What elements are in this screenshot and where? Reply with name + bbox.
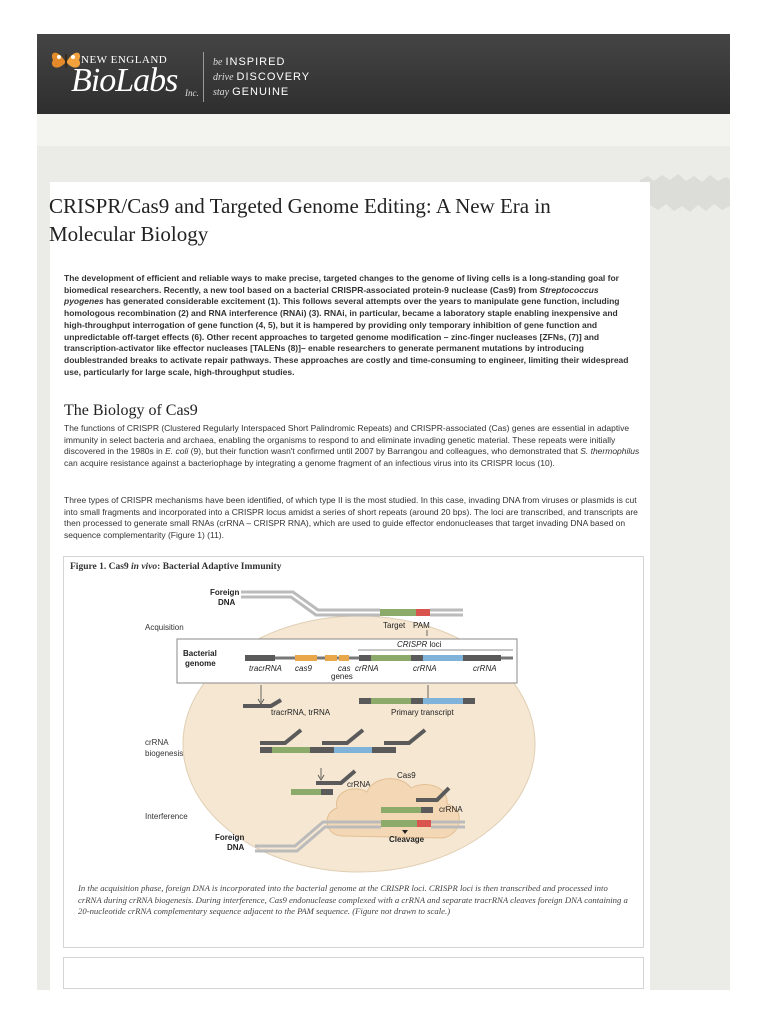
tagline-verb: stay — [213, 87, 230, 98]
phase-acquisition: Acquisition — [145, 623, 184, 632]
primary-transcript-label: Primary transcript — [391, 708, 454, 717]
logo-small-text: NEW ENGLAND — [81, 54, 168, 66]
section-heading: The Biology of Cas9 — [64, 402, 198, 419]
species-name: S. thermophilus — [580, 446, 640, 457]
crispr-loci-label: CRISPR loci — [397, 640, 442, 649]
figure-caption: In the acquisition phase, foreign DNA is… — [78, 883, 628, 917]
tracrrna-gene-label: tracrRNA — [249, 664, 282, 673]
tagline-verb: drive — [213, 72, 234, 83]
header-strip — [37, 114, 730, 146]
tagline-word: DISCOVERY — [236, 71, 311, 83]
target-segment — [380, 609, 420, 616]
body-paragraph: Three types of CRISPR mechanisms have be… — [64, 495, 638, 541]
header-divider — [203, 52, 204, 102]
figure-title-text: Figure 1. Cas9 — [70, 562, 132, 572]
bacterial-genome-label: genome — [185, 659, 216, 668]
bacterial-genome-label: Bacterial — [183, 649, 217, 658]
article-title: CRISPR/Cas9 and Targeted Genome Editing:… — [49, 194, 551, 246]
next-section-box — [63, 957, 644, 989]
foreign-dna-label: Foreign — [215, 833, 244, 842]
species-name: Streptococcus pyogenes — [64, 284, 599, 307]
body-text: (9), but their function wasn't confirmed… — [188, 446, 581, 457]
figure-title: Figure 1. Cas9 in vivo: Bacterial Adapti… — [70, 562, 281, 572]
phase-biogenesis: biogenesis — [145, 749, 183, 758]
foreign-dna-strand — [241, 590, 380, 612]
crrna-label: crRNA — [473, 664, 497, 673]
species-name: E. coli — [165, 446, 189, 457]
body-text: can acquire resistance against a bacteri… — [64, 458, 555, 469]
body-paragraph: The functions of CRISPR (Clustered Regul… — [64, 423, 640, 470]
target-label: Target — [383, 621, 406, 630]
intro-paragraph: The development of efficient and reliabl… — [64, 273, 640, 378]
crrna-complex-label: crRNA — [439, 805, 463, 814]
phase-interference: Interference — [145, 812, 188, 821]
pam-segment — [416, 609, 430, 616]
tagline-word: GENUINE — [232, 86, 290, 98]
crispr-diagram: Foreign DNA Target PAM Acquisition crRNA… — [145, 588, 536, 873]
torn-paper-edge — [640, 174, 730, 212]
tagline-word: INSPIRED — [225, 56, 286, 68]
foreign-dna-label: DNA — [218, 598, 236, 607]
figure-title-italic: in vivo — [131, 562, 158, 572]
neb-logo[interactable]: NEW ENGLAND BioLabs Inc. — [49, 46, 209, 106]
pam-label: PAM — [413, 621, 430, 630]
foreign-dna-label: Foreign — [210, 588, 239, 597]
cas-genes-label: genes — [331, 672, 353, 681]
cas-genes-label: cas — [338, 664, 350, 673]
crrna-product-label: crRNA — [347, 780, 371, 789]
cas9-protein-label: Cas9 — [397, 771, 416, 780]
tracr-trna-label: tracrRNA, trRNA — [271, 708, 331, 717]
butterfly-icon — [51, 52, 81, 68]
intro-text: has generated considerable excitement (1… — [64, 296, 629, 377]
crrna-label: crRNA — [413, 664, 437, 673]
figure-title-text: : Bacterial Adaptive Immunity — [157, 562, 282, 572]
foreign-dna-label: DNA — [227, 843, 245, 852]
cleavage-label: Cleavage — [389, 835, 425, 844]
tracrrna-transcript — [243, 698, 283, 708]
intro-text: The development of efficient and reliabl… — [64, 273, 619, 295]
primary-transcript — [359, 698, 371, 704]
body-text: The functions of CRISPR (Clustered Regul… — [64, 423, 630, 457]
logo-main-text: BioLabs — [71, 62, 178, 99]
phase-biogenesis: crRNA — [145, 738, 169, 747]
cas9-gene-label: cas9 — [295, 664, 312, 673]
tagline-verb: be — [213, 57, 223, 68]
logo-inc-text: Inc. — [185, 88, 199, 98]
crrna-label: crRNA — [355, 664, 379, 673]
